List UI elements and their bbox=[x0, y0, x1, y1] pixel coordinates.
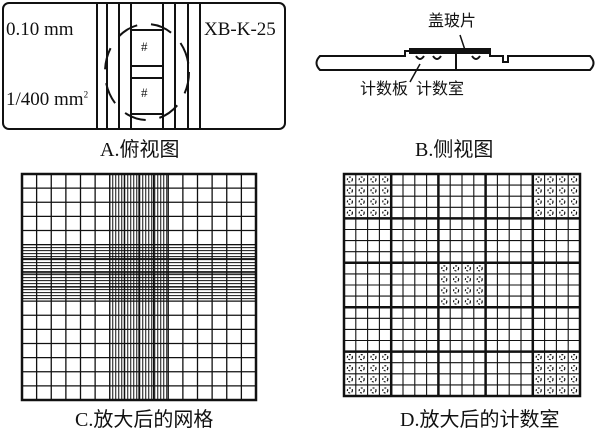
cell-mark bbox=[570, 209, 578, 216]
cell-mark bbox=[535, 187, 542, 194]
cell-mark bbox=[570, 376, 578, 383]
grid-mark-lower: # bbox=[141, 85, 148, 100]
area-label-superscript: 2 bbox=[83, 89, 89, 100]
cell-mark bbox=[346, 376, 353, 383]
cell-mark bbox=[559, 209, 566, 216]
cell-mark bbox=[570, 365, 578, 372]
cell-mark bbox=[441, 265, 448, 272]
model-label: XB-K-25 bbox=[204, 19, 276, 40]
cell-mark bbox=[547, 187, 554, 194]
cell-mark bbox=[346, 198, 353, 205]
cell-mark bbox=[570, 354, 578, 361]
cell-mark bbox=[346, 387, 353, 394]
cell-mark bbox=[464, 265, 471, 272]
counting-board-label: 计数板 bbox=[360, 81, 409, 98]
cell-mark bbox=[358, 365, 365, 372]
enlarged-grid-drawing bbox=[20, 172, 258, 402]
cell-mark bbox=[358, 376, 365, 383]
cell-mark bbox=[370, 376, 377, 383]
cell-mark bbox=[358, 187, 365, 194]
cell-mark bbox=[370, 209, 377, 216]
cell-mark bbox=[358, 354, 365, 361]
cell-mark bbox=[358, 387, 365, 394]
cell-mark bbox=[382, 387, 389, 394]
cell-mark bbox=[535, 354, 542, 361]
caption-enlarged-grid: C.放大后的网格 bbox=[75, 409, 214, 431]
cell-mark bbox=[535, 365, 542, 372]
cell-mark bbox=[559, 354, 566, 361]
grid-mark-upper: # bbox=[141, 39, 148, 54]
cell-mark bbox=[547, 365, 554, 372]
cell-mark bbox=[476, 276, 483, 283]
cell-mark bbox=[441, 287, 448, 294]
cell-mark bbox=[547, 209, 554, 216]
cell-mark bbox=[370, 365, 377, 372]
cell-mark bbox=[346, 354, 353, 361]
cell-mark bbox=[535, 376, 542, 383]
cell-mark bbox=[441, 276, 448, 283]
side-view-drawing bbox=[315, 34, 595, 83]
cell-mark bbox=[370, 198, 377, 205]
top-view-drawing bbox=[2, 2, 286, 130]
cell-mark bbox=[464, 298, 471, 305]
cell-mark bbox=[382, 187, 389, 194]
area-label-text: 1/400 mm bbox=[6, 89, 84, 110]
cell-mark bbox=[476, 265, 483, 272]
cell-mark bbox=[370, 187, 377, 194]
caption-top-view: A.俯视图 bbox=[100, 139, 180, 161]
cell-mark bbox=[559, 187, 566, 194]
cell-mark bbox=[547, 176, 554, 183]
cell-mark bbox=[382, 376, 389, 383]
cell-mark bbox=[535, 176, 542, 183]
cell-mark bbox=[570, 176, 578, 183]
cell-mark bbox=[547, 354, 554, 361]
cell-mark bbox=[476, 298, 483, 305]
cell-mark bbox=[441, 298, 448, 305]
cell-mark bbox=[453, 287, 460, 294]
cell-mark bbox=[559, 365, 566, 372]
area-label: 1/400 mm2 bbox=[6, 90, 88, 109]
cell-mark bbox=[382, 354, 389, 361]
enlarged-counting-chamber-drawing bbox=[342, 172, 582, 398]
caption-side-view: B.侧视图 bbox=[415, 139, 494, 161]
cell-mark bbox=[476, 287, 483, 294]
cell-mark bbox=[358, 198, 365, 205]
cell-mark bbox=[370, 176, 377, 183]
cell-mark bbox=[570, 187, 578, 194]
cell-mark bbox=[547, 376, 554, 383]
cell-mark bbox=[464, 276, 471, 283]
cell-mark bbox=[382, 209, 389, 216]
cell-mark bbox=[570, 198, 578, 205]
cell-mark bbox=[464, 287, 471, 294]
cell-mark bbox=[453, 298, 460, 305]
cell-mark bbox=[346, 176, 353, 183]
cover-slip-label: 盖玻片 bbox=[428, 13, 477, 30]
cell-mark bbox=[358, 176, 365, 183]
cell-mark bbox=[535, 387, 542, 394]
cell-mark bbox=[382, 176, 389, 183]
cell-mark bbox=[547, 198, 554, 205]
cell-mark bbox=[547, 387, 554, 394]
cell-mark bbox=[370, 354, 377, 361]
cell-mark bbox=[370, 387, 377, 394]
cell-mark bbox=[346, 187, 353, 194]
cell-mark bbox=[559, 176, 566, 183]
cell-mark bbox=[535, 198, 542, 205]
cell-mark bbox=[346, 365, 353, 372]
cell-mark bbox=[453, 276, 460, 283]
counting-chamber-label: 计数室 bbox=[416, 81, 465, 98]
depth-label: 0.10 mm bbox=[6, 19, 74, 40]
cell-mark bbox=[382, 198, 389, 205]
cell-mark bbox=[559, 387, 566, 394]
cell-mark bbox=[346, 209, 353, 216]
cell-mark bbox=[570, 387, 578, 394]
cell-mark bbox=[559, 376, 566, 383]
cell-mark bbox=[358, 209, 365, 216]
cell-mark bbox=[382, 365, 389, 372]
caption-enlarged-chamber: D.放大后的计数室 bbox=[400, 409, 560, 431]
cell-mark bbox=[559, 198, 566, 205]
cell-mark bbox=[453, 265, 460, 272]
cell-mark bbox=[535, 209, 542, 216]
